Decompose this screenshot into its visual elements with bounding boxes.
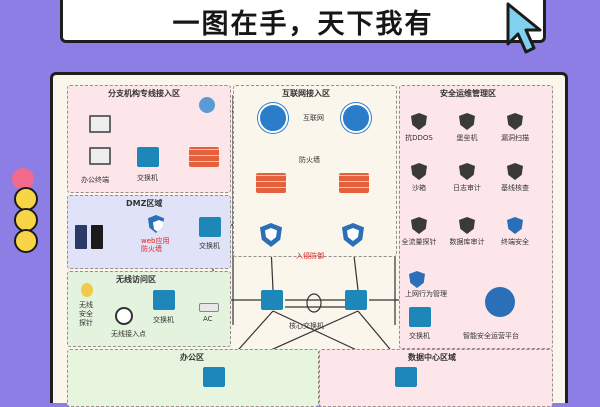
intrusion-prevention-label: 入侵防御	[296, 252, 324, 260]
security-item-icon	[411, 113, 427, 130]
security-item-icon	[411, 217, 427, 234]
zone-security: 安全运维管理区	[399, 85, 553, 349]
security-item-icon	[507, 217, 523, 234]
security-item-icon	[459, 113, 475, 130]
security-item-label: 日志审计	[453, 184, 481, 192]
security-item-label: 全流量探针	[401, 238, 437, 246]
decor-circle-yellow-3	[14, 229, 38, 253]
wireless-ap-icon	[115, 307, 133, 325]
security-item-label: 堡垒机	[456, 134, 478, 142]
ips-shield-icon-2	[342, 223, 364, 247]
smart-ops-label: 智能安全运营平台	[463, 332, 519, 340]
zone-internet: 互联网接入区	[233, 85, 397, 257]
wireless-switch-label: 交换机	[153, 316, 174, 324]
internet-globe-icon-1	[258, 103, 288, 133]
waf-label: web应用 防火墙	[141, 237, 170, 253]
security-item-icon	[507, 113, 523, 130]
branch-switch-icon	[137, 147, 159, 167]
behavior-mgmt-icon	[409, 271, 425, 288]
security-switch-label: 交换机	[409, 332, 430, 340]
page-title: 一图在手，天下我有	[172, 9, 434, 40]
zone-office-label: 办公区	[180, 353, 204, 362]
security-item-icon	[507, 163, 523, 180]
internet-label: 互联网	[303, 114, 324, 122]
smart-ops-icon	[485, 287, 515, 317]
ac-label: AC	[203, 315, 213, 323]
internet-firewall-icon-2	[339, 173, 369, 193]
security-item-label: 终端安全	[501, 238, 529, 246]
office-terminal-label: 办公终端	[81, 176, 109, 184]
security-item-icon	[459, 217, 475, 234]
ips-shield-icon-1	[260, 223, 282, 247]
title-banner	[60, 0, 546, 43]
ac-device-icon	[199, 303, 219, 312]
office-terminal-icon-1	[89, 115, 111, 133]
zone-security-label: 安全运维管理区	[440, 89, 496, 98]
cursor-arrow-icon	[506, 2, 542, 54]
security-item-icon	[411, 163, 427, 180]
branch-switch-label: 交换机	[137, 174, 158, 182]
zone-datacenter-label: 数据中心区域	[408, 353, 456, 362]
dmz-switch-icon	[199, 217, 221, 237]
wireless-probe-label: 无线 安全 探针	[79, 301, 93, 327]
zone-datacenter: 数据中心区域	[319, 349, 553, 407]
wireless-switch-icon	[153, 290, 175, 310]
security-item-label: 抗DDOS	[405, 134, 433, 142]
core-switch-icon-1	[261, 290, 283, 310]
decor-circle-yellow-1	[14, 187, 38, 211]
security-switch-icon	[409, 307, 431, 327]
dmz-server-icon-2	[91, 225, 103, 249]
branch-router-icon	[199, 97, 215, 113]
zone-office: 办公区	[67, 349, 319, 407]
security-item-label: 沙箱	[412, 184, 426, 192]
internet-firewall-icon-1	[256, 173, 286, 193]
office-terminal-icon-2	[89, 147, 111, 165]
waf-shield-icon	[148, 215, 164, 233]
core-switch-label: 核心交换机	[289, 322, 324, 330]
decor-circle-pink	[12, 168, 34, 190]
wireless-probe-icon	[81, 283, 93, 297]
wireless-ap-label: 无线接入点	[111, 330, 146, 338]
diagram-card: 分支机构专线接入区 互联网接入区 安全运维管理区 DMZ区域 无线访问区 办公区…	[50, 72, 568, 407]
internet-globe-icon-2	[341, 103, 371, 133]
security-item-label: 数据库审计	[449, 238, 485, 246]
dmz-server-icon-1	[75, 225, 87, 249]
datacenter-switch-icon	[395, 367, 417, 387]
security-item-label: 基线核查	[501, 184, 529, 192]
dmz-switch-label: 交换机	[199, 242, 220, 250]
zone-internet-label: 互联网接入区	[282, 89, 330, 98]
core-switch-icon-2	[345, 290, 367, 310]
security-item-icon	[459, 163, 475, 180]
behavior-mgmt-label: 上网行为管理	[405, 290, 447, 298]
firewall-label: 防火墙	[299, 156, 320, 164]
security-item-label: 漏洞扫描	[501, 134, 529, 142]
zone-wireless-label: 无线访问区	[116, 275, 156, 284]
branch-firewall-icon	[189, 147, 219, 167]
zone-branch-label: 分支机构专线接入区	[108, 89, 180, 98]
zone-dmz-label: DMZ区域	[126, 199, 163, 208]
office-switch-icon	[203, 367, 225, 387]
